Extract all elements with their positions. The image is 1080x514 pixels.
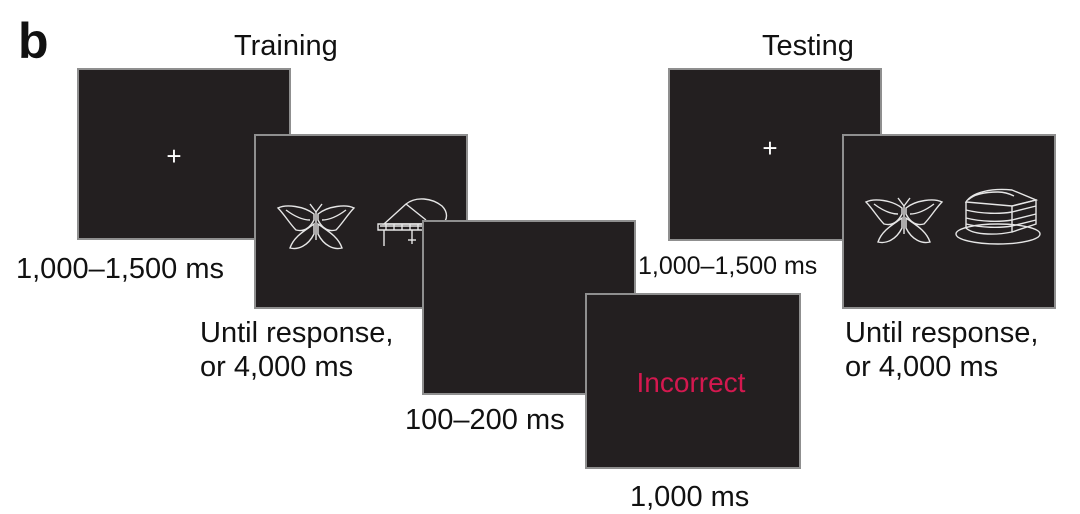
training-choice-duration-line2: or 4,000 ms — [200, 351, 354, 384]
panel-letter: b — [18, 13, 49, 69]
feedback-text: Incorrect — [636, 367, 746, 398]
testing-choice-duration-line1: Until response, — [845, 317, 1039, 349]
testing-title: Testing — [762, 30, 854, 62]
training-choice-duration-line1: Until response, — [200, 317, 394, 349]
training-fixation-duration: 1,000–1,500 ms — [16, 253, 224, 285]
testing-fixation-duration: 1,000–1,500 ms — [638, 252, 818, 280]
butterfly-icon — [864, 197, 944, 244]
cake-icon — [955, 188, 1041, 245]
testing-choice-screen — [842, 134, 1056, 309]
training-choice-duration: Until response, or 4,000 ms — [200, 316, 393, 384]
training-feedback-screen: Incorrect — [585, 293, 801, 469]
testing-choice-duration: Until response, or 4,000 ms — [845, 316, 1038, 384]
training-feedback-duration: 1,000 ms — [630, 481, 750, 513]
testing-choice-duration-line2: or 4,000 ms — [845, 351, 999, 384]
fixation-cross: + — [762, 133, 778, 163]
training-title: Training — [234, 30, 338, 62]
fixation-cross: + — [166, 141, 182, 171]
training-blank-duration: 100–200 ms — [405, 404, 565, 436]
butterfly-icon — [276, 203, 356, 250]
